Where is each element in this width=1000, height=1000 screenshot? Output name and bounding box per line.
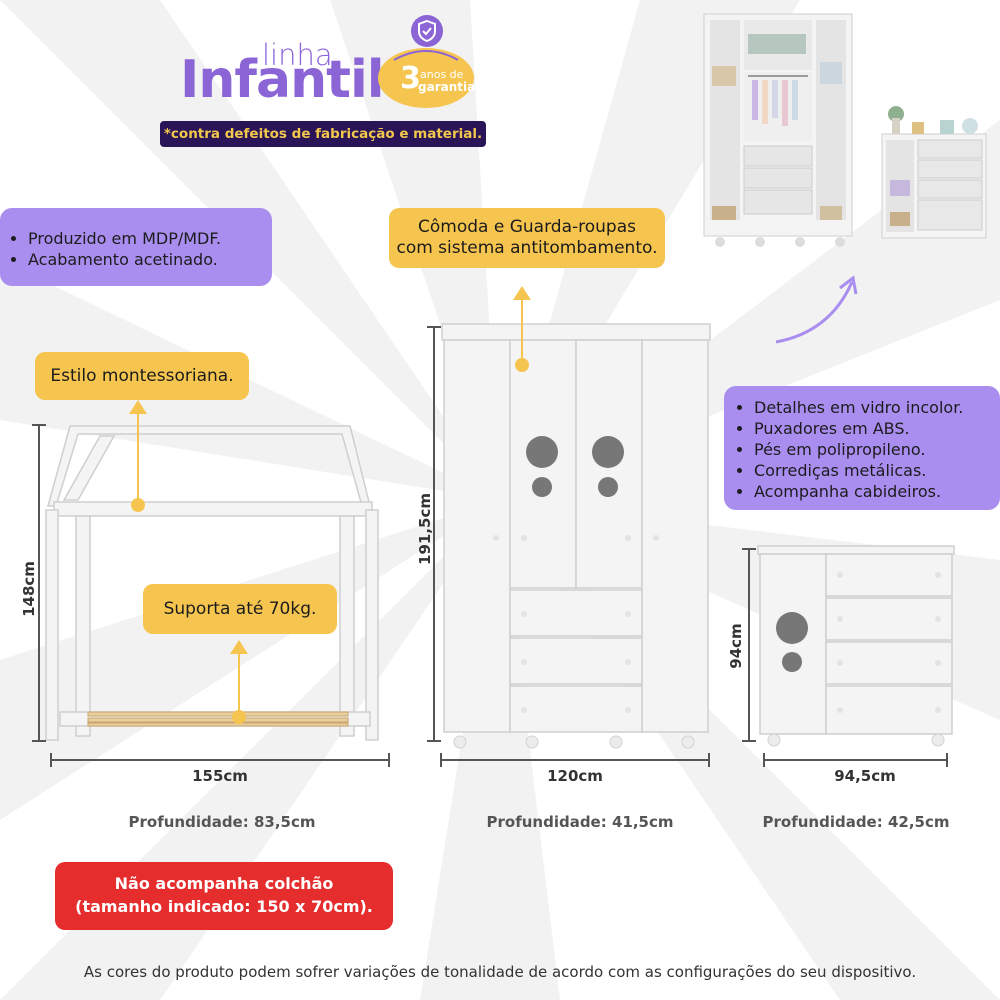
bed-width-line [50, 759, 390, 761]
callout-arrow-line [137, 406, 139, 502]
dimension-tick [742, 548, 756, 550]
dimension-tick [440, 753, 442, 767]
bed-width-label: 155cm [192, 767, 248, 785]
feature-item: Pés em polipropileno. [754, 439, 992, 460]
montessori-callout: Estilo montessoriana. [35, 352, 249, 400]
callout-dot [131, 498, 145, 512]
feature-item: Produzido em MDP/MDF. [28, 228, 262, 249]
mattress-warning: Não acompanha colchão (tamanho indicado:… [55, 862, 393, 930]
material-features-box: Produzido em MDP/MDF. Acabamento acetina… [0, 208, 272, 286]
wardrobe-depth-label: Profundidade: 41,5cm [486, 813, 674, 831]
shield-check-icon [411, 15, 443, 47]
dimension-tick [763, 753, 765, 767]
bed-height-line [38, 424, 40, 742]
dimension-tick [427, 740, 441, 742]
wardrobe-height-line [433, 326, 435, 742]
feature-item: Detalhes em vidro incolor. [754, 397, 992, 418]
arrow-up-icon [513, 286, 531, 300]
feature-item: Puxadores em ABS. [754, 418, 992, 439]
wardrobe-height-label: 191,5cm [416, 493, 434, 565]
warranty-disclaimer: *contra defeitos de fabricação e materia… [160, 121, 486, 147]
dresser-illustration [757, 545, 955, 747]
dresser-depth-label: Profundidade: 42,5cm [762, 813, 950, 831]
wardrobe-width-label: 120cm [547, 767, 603, 785]
badge-number: 3 [400, 61, 421, 96]
feature-item: Corrediças metálicas. [754, 460, 992, 481]
arrow-up-icon [129, 400, 147, 414]
dimension-tick [427, 326, 441, 328]
dimension-tick [50, 753, 52, 767]
curved-arrow-icon [775, 275, 858, 344]
badge-line1: anos de [420, 68, 464, 81]
dimension-tick [708, 753, 710, 767]
badge-line2: garantia [418, 80, 475, 94]
montessori-bed-illustration [45, 425, 379, 741]
color-disclaimer: As cores do produto podem sofrer variaçõ… [83, 963, 917, 981]
bed-depth-label: Profundidade: 83,5cm [128, 813, 316, 831]
logo-linha-text: linha [262, 38, 333, 72]
dresser-height-line [748, 548, 750, 742]
anti-tip-line1: Cômoda e Guarda-roupas [418, 217, 636, 237]
warning-line2: (tamanho indicado: 150 x 70cm). [75, 897, 373, 916]
feature-item: Acabamento acetinado. [28, 249, 262, 270]
dimension-tick [388, 753, 390, 767]
dimension-tick [32, 740, 46, 742]
arrow-up-icon [230, 640, 248, 654]
bed-height-label: 148cm [20, 561, 38, 617]
dimension-tick [742, 740, 756, 742]
feature-item: Acompanha cabideiros. [754, 481, 992, 502]
dresser-width-label: 94,5cm [834, 767, 896, 785]
callout-arrow-line [521, 296, 523, 362]
dimension-tick [32, 424, 46, 426]
dimension-tick [946, 753, 948, 767]
wardrobe-illustration [441, 323, 711, 749]
callout-arrow-line [238, 646, 240, 714]
anti-tip-callout: Cômoda e Guarda-roupas com sistema antit… [389, 208, 665, 268]
callout-dot [232, 710, 246, 724]
supports-weight-callout: Suporta até 70kg. [143, 584, 337, 634]
dresser-height-label: 94cm [727, 623, 745, 669]
warranty-badge: 3 anos de garantia [378, 48, 475, 108]
logo-infantil-text: Infantil [180, 50, 385, 110]
open-furniture-illustration [703, 13, 987, 247]
detail-features-box: Detalhes em vidro incolor. Puxadores em … [724, 386, 1000, 510]
warning-line1: Não acompanha colchão [114, 874, 334, 893]
wardrobe-width-line [440, 759, 710, 761]
anti-tip-line2: com sistema antitombamento. [396, 238, 658, 258]
dresser-width-line [763, 759, 948, 761]
callout-dot [515, 358, 529, 372]
